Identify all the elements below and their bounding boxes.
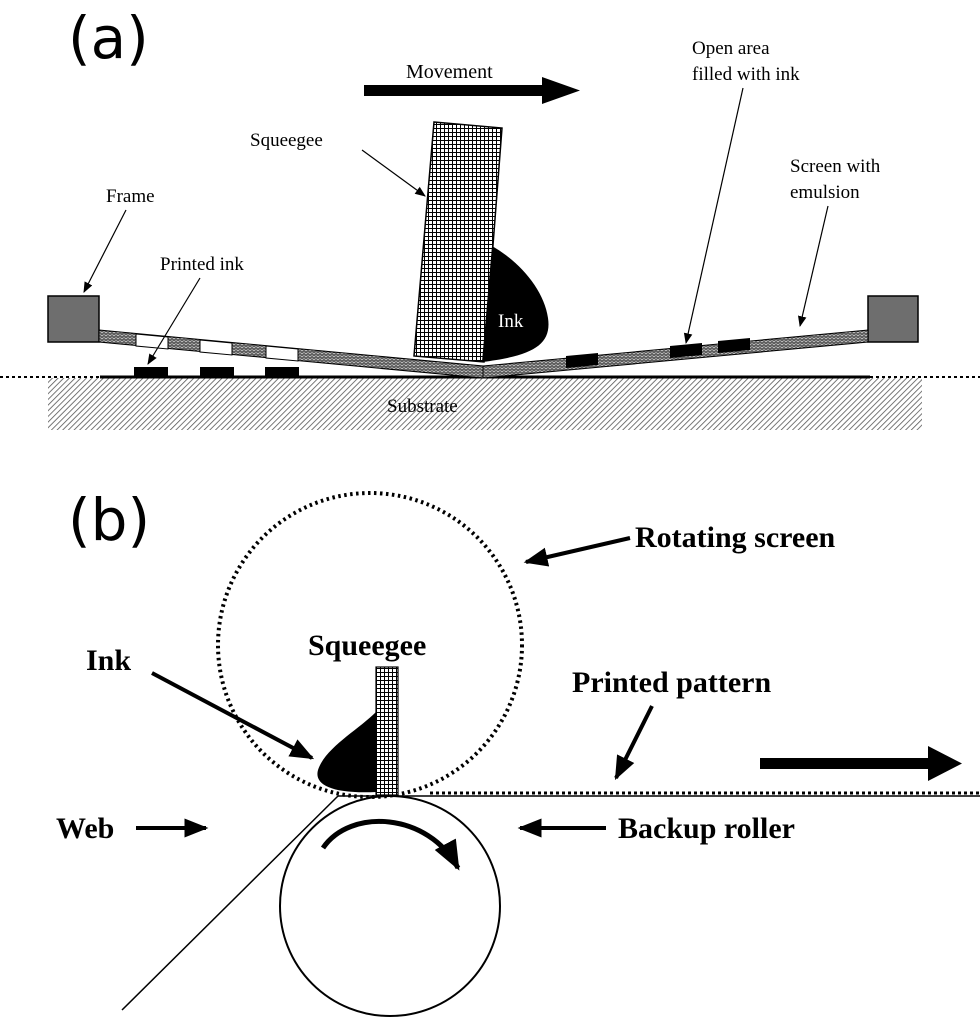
substrate-label: Substrate bbox=[387, 396, 458, 417]
printed-pattern-label: Printed pattern bbox=[572, 666, 771, 699]
frame-right bbox=[867, 295, 919, 343]
printed-ink-dot bbox=[134, 367, 168, 377]
output-direction-arrow bbox=[760, 746, 962, 781]
open-area-label-line1: Open area bbox=[692, 38, 770, 59]
panel-b: (b) Rotating screen Squeegee Ink Printed… bbox=[56, 486, 980, 1017]
squeegee-label-a: Squeegee bbox=[250, 130, 323, 151]
movement-label: Movement bbox=[406, 61, 493, 83]
ink-label-b: Ink bbox=[86, 644, 131, 677]
backup-roller bbox=[279, 795, 501, 1017]
web-incoming bbox=[121, 795, 339, 1011]
frame-left bbox=[47, 295, 100, 343]
screen-open-area bbox=[199, 339, 233, 356]
rotation-arrow bbox=[320, 818, 461, 871]
printed-ink-pointer bbox=[147, 277, 201, 365]
movement-arrow bbox=[364, 77, 580, 104]
screen-label-line1: Screen with bbox=[790, 156, 881, 177]
squeegee-b bbox=[375, 666, 399, 796]
printed-pattern-pointer bbox=[614, 705, 654, 781]
backup-roller-label: Backup roller bbox=[618, 812, 795, 845]
web-label: Web bbox=[56, 812, 114, 845]
screen-pointer bbox=[798, 205, 829, 328]
printed-ink-label: Printed ink bbox=[160, 254, 244, 275]
rotating-screen-pointer bbox=[523, 536, 631, 567]
frame-pointer bbox=[83, 209, 127, 293]
frame-label: Frame bbox=[106, 186, 155, 207]
squeegee-label-b: Squeegee bbox=[308, 629, 426, 662]
ink-pointer-b bbox=[151, 671, 315, 760]
rotating-screen-label: Rotating screen bbox=[635, 521, 836, 554]
squeegee-pointer-a bbox=[361, 149, 426, 197]
panel-b-label: (b) bbox=[68, 486, 150, 554]
substrate bbox=[48, 378, 922, 430]
panel-a-label: (a) bbox=[68, 4, 149, 72]
rotating-screen bbox=[216, 491, 524, 799]
screen-ink-filled-area bbox=[718, 338, 750, 353]
ink-label-a: Ink bbox=[498, 311, 524, 332]
ink-blob-a bbox=[482, 246, 549, 362]
squeegee-a bbox=[413, 121, 503, 363]
screen-ink-filled-area bbox=[566, 353, 598, 368]
screen-open-area bbox=[135, 333, 169, 350]
ink-blob-b bbox=[317, 712, 376, 793]
open-area-label-line2: filled with ink bbox=[692, 64, 800, 85]
printed-ink-dot bbox=[200, 367, 234, 377]
printed-ink-dot bbox=[265, 367, 299, 377]
screen-open-area bbox=[265, 345, 299, 362]
open-area-pointer bbox=[683, 87, 744, 345]
screen-label-line2: emulsion bbox=[790, 182, 860, 203]
screen-ink-filled-area bbox=[670, 343, 702, 358]
panel-a: (a) Movement Substrate bbox=[0, 4, 980, 430]
